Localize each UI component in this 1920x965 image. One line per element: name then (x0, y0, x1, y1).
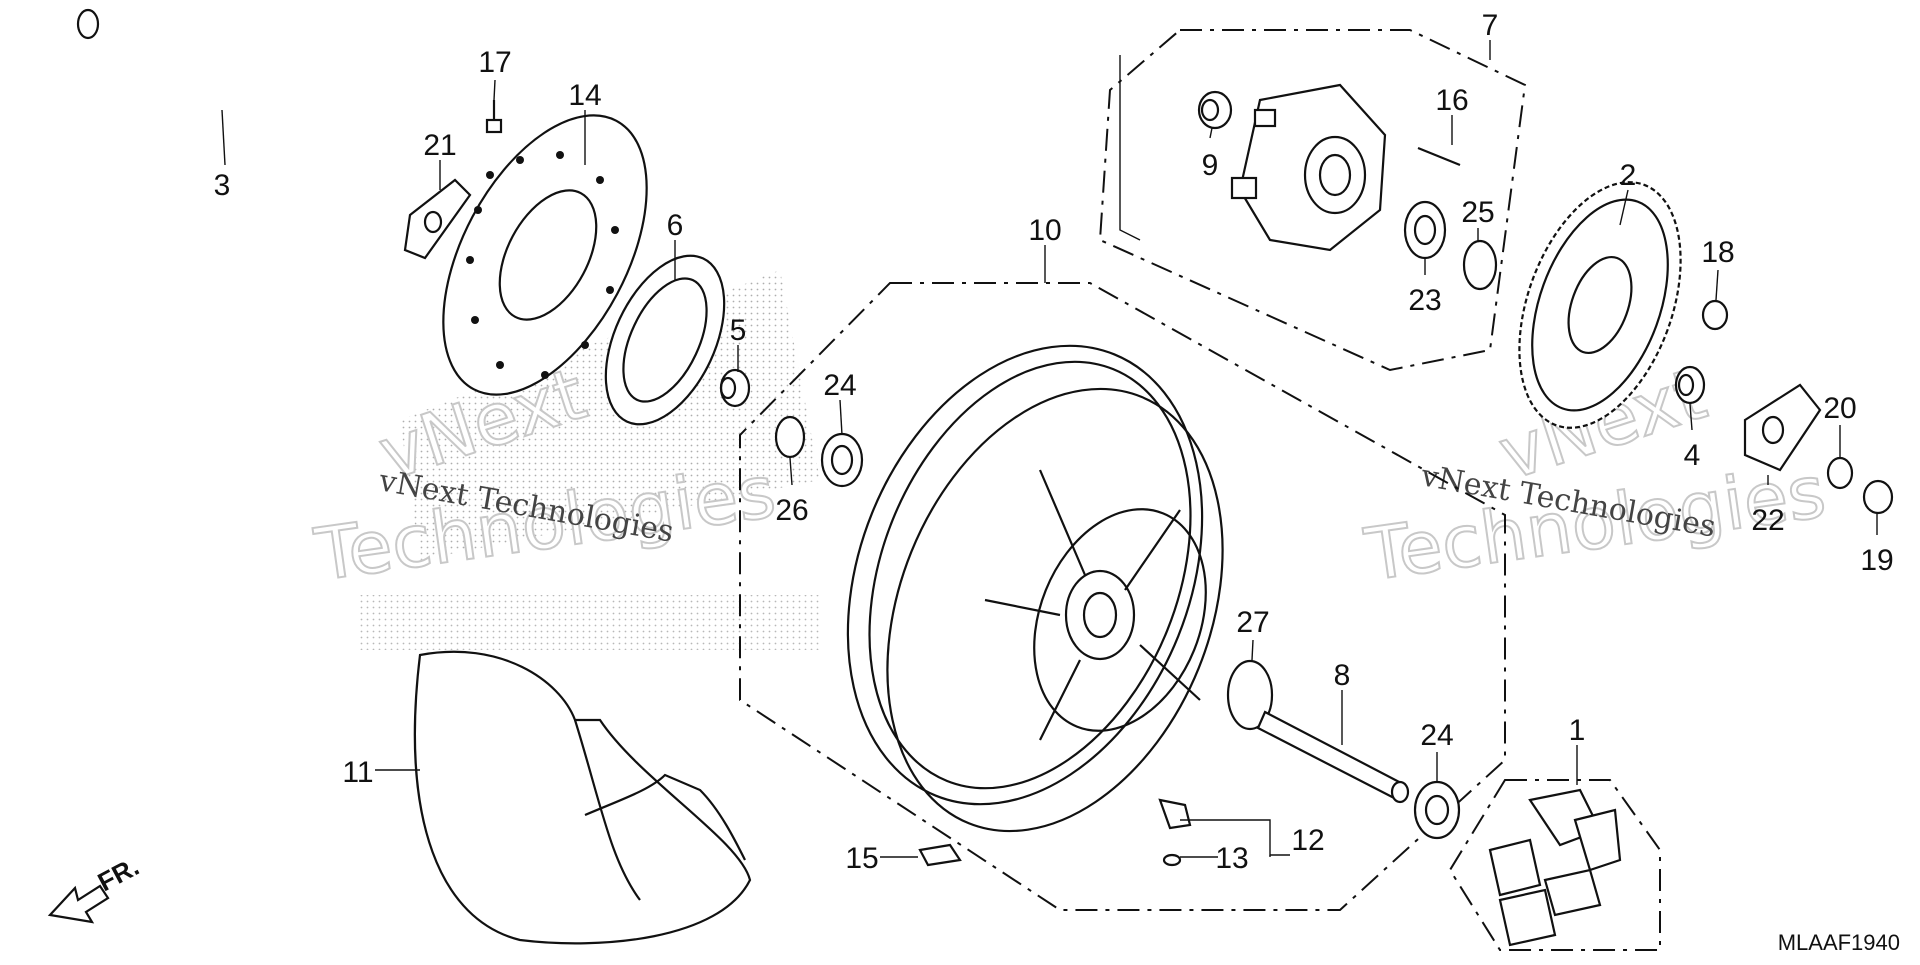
callout-19: 19 (1860, 544, 1893, 577)
callout-4: 4 (1684, 439, 1701, 472)
brake-disc (442, 114, 648, 396)
front-direction-arrow: FR. (47, 851, 144, 924)
dust-seal-plate (604, 254, 726, 426)
callout-21: 21 (423, 129, 456, 162)
stud-bolt (1417, 146, 1461, 167)
distance-collar (1256, 710, 1410, 804)
hub-assembly-boundary (1098, 29, 1527, 372)
callout-23: 23 (1408, 284, 1441, 317)
wheel-dampers (1488, 788, 1622, 947)
callout-26: 26 (775, 494, 808, 527)
collar-9 (1197, 90, 1233, 130)
adjuster-plate-right (1743, 383, 1822, 472)
bearing-24-right (1413, 780, 1461, 840)
nut-19 (1862, 479, 1894, 515)
oil-seal-26 (774, 415, 806, 459)
rear-wheel (846, 344, 1224, 833)
nut-18 (1701, 299, 1729, 331)
axle (76, 8, 394, 199)
wheel-hub (1230, 83, 1387, 252)
o-ring (1226, 659, 1274, 731)
leader-lines (221, 40, 1878, 858)
adjuster-plate-left (403, 178, 472, 260)
callout-24-left: 24 (823, 369, 856, 402)
callout-3: 3 (214, 169, 231, 202)
callout-17: 17 (478, 46, 511, 79)
hub-bracket (1119, 55, 1141, 241)
bearing-23 (1403, 200, 1447, 260)
callout-11: 11 (342, 756, 373, 789)
callout-24-right: 24 (1420, 719, 1453, 752)
callout-8: 8 (1334, 659, 1351, 692)
collar-5 (719, 368, 751, 408)
callout-12: 12 (1291, 824, 1324, 857)
callout-9: 9 (1202, 149, 1219, 182)
callout-5: 5 (730, 314, 747, 347)
callout-27: 27 (1236, 606, 1269, 639)
callout-14: 14 (568, 79, 601, 112)
wheel-assembly-boundary (739, 282, 1506, 911)
damper-assembly-boundary (1448, 779, 1661, 951)
callout-16: 16 (1435, 84, 1468, 117)
callout-20: 20 (1823, 392, 1856, 425)
rim-band (413, 650, 752, 945)
balance-weight (918, 843, 962, 867)
tire-valve (1158, 798, 1192, 867)
diagram-code: MLAAF1940 (1778, 930, 1900, 955)
callout-18: 18 (1701, 236, 1734, 269)
callout-15: 15 (845, 842, 878, 875)
dust-seal-25 (1462, 239, 1498, 291)
callout-6: 6 (667, 209, 684, 242)
callout-22: 22 (1751, 504, 1784, 537)
washer-20 (1826, 456, 1854, 490)
callout-1: 1 (1569, 714, 1586, 747)
callout-10: 10 (1028, 214, 1061, 247)
callout-7: 7 (1482, 9, 1499, 42)
callout-13: 13 (1215, 842, 1248, 875)
bolt-17 (485, 100, 503, 134)
callout-25: 25 (1461, 196, 1494, 229)
driven-sprocket (1518, 181, 1682, 429)
callout-2: 2 (1620, 159, 1637, 192)
collar-4 (1674, 365, 1706, 405)
bearing-24-left (820, 432, 864, 488)
